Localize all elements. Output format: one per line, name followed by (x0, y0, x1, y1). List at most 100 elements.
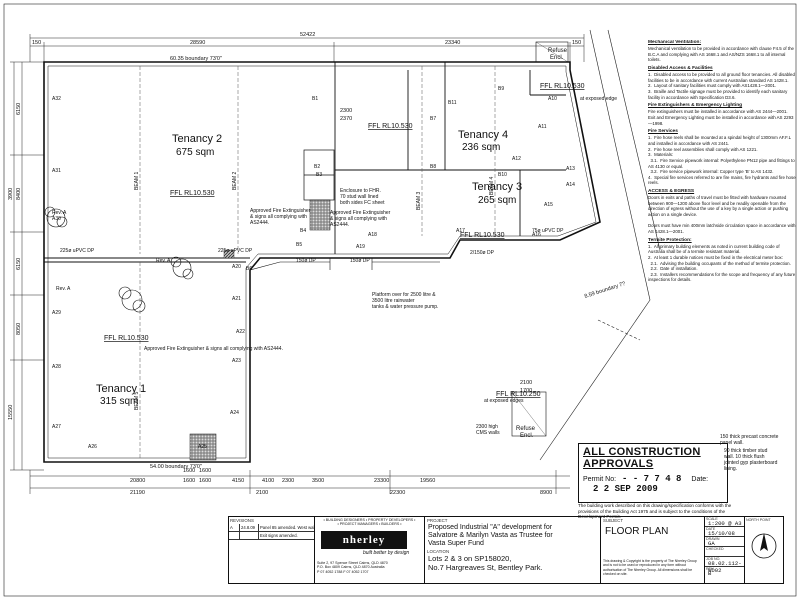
company-tagline: • BUILDING DESIGNERS • PROPERTY DEVELOPE… (323, 518, 416, 527)
note-line: 150 thick precast concrete (720, 434, 779, 440)
rev-row: REV B (705, 567, 744, 577)
revision-date (240, 532, 259, 539)
note-line: 90 thick timber stud (724, 448, 768, 454)
location-description: Lots 2 & 3 on SP158020, No.7 Hargreaves … (428, 554, 543, 572)
revision-desc: Exit signs amended. (260, 533, 298, 538)
grid-marker: A27 (52, 424, 61, 430)
tenancy-1-ffl: FFL RL10.530 (104, 335, 149, 342)
scale-label: SCALE (706, 517, 718, 521)
grid-marker: A15 (544, 202, 553, 208)
grid-marker: A28 (52, 364, 61, 370)
date-value: 15/10/08 (708, 530, 735, 537)
beam-label-2: BEAM 2 (232, 171, 238, 190)
stamp-permit-number: - - 7 7 4 8 (622, 474, 682, 484)
dp-150-2: 150ø DP (350, 258, 370, 264)
grid-marker: B4 (300, 228, 306, 234)
refuse-top-label: Refuse Encl. (548, 48, 569, 61)
ffl-refuse-top: FFL RL10.530 (540, 83, 585, 90)
bottom-dim-11: 2100 (256, 490, 268, 496)
grid-marker: A10 (548, 96, 557, 102)
tenancy-1-area: 315 sqm (100, 396, 138, 407)
tree-label-2: Rev. A (156, 258, 171, 264)
grid-marker: B7 (430, 116, 436, 122)
stamp-date: 2 2 SEP 2009 (593, 484, 658, 494)
hatched-fixture-2 (189, 433, 217, 461)
boundary-top: 60.35 boundary 73'0" (170, 56, 222, 62)
beam-label-3: BEAM 3 (416, 191, 422, 210)
grid-marker: A26 (88, 444, 97, 450)
hatched-fixture-1 (309, 199, 331, 231)
note-text: Mechanical ventilation to be provided in… (648, 46, 796, 63)
note-line: Platform over for 2500 litre & (372, 292, 436, 298)
bottom-dim-10: 21190 (130, 490, 145, 496)
grid-marker: A18 (368, 232, 377, 238)
note-line: & signs all complying with (330, 216, 387, 222)
bottom-dim-13: 8900 (540, 490, 552, 496)
boundary-bottom: 54.00 boundary 73'0" (150, 464, 202, 470)
dp-225-left: 225ø uPVC DP (60, 248, 95, 254)
stamp-date-label: Date: (691, 476, 709, 483)
note-line: Enclosure to FHR. (340, 188, 381, 194)
sheet-border (3, 3, 797, 597)
subject-value: FLOOR PLAN (605, 526, 669, 537)
bottom-dim-7: 3500 (312, 478, 324, 484)
note-line: jointed gyp plasterboard (723, 460, 778, 466)
room-dim-1: 2300 (340, 108, 352, 114)
grid-marker: B6 (246, 266, 252, 272)
tenancy-2-name: Tenancy 2 (172, 133, 222, 145)
tree-symbol-icon (170, 256, 194, 280)
note-heading: Disabled Access & Facilities (648, 66, 713, 71)
stamp-permit-label: Permit No: (583, 476, 617, 483)
drawing-info-cell: SCALE 1:200 @ A3 DATE 15/10/08 DRAWN GA … (705, 517, 745, 583)
rev-value: B (708, 570, 712, 577)
left-dim-1: 6150 (16, 103, 22, 115)
subject-cell: SUBJECT FLOOR PLAN This drawing & Copyri… (601, 517, 705, 583)
company-logo: nherley (321, 531, 407, 549)
revisions-cell: REVISIONS A 24.8.09 Panel 85 amended. We… (229, 517, 315, 583)
grid-marker: B5 (296, 242, 302, 248)
drawn-row: DRAWN GA (705, 537, 744, 547)
drawn-value: GA (708, 540, 715, 547)
company-address: Suite 2, 97 Spence Street Cairns, QLD 48… (317, 561, 388, 574)
tree-symbol-icon (44, 206, 68, 228)
tree-label-3: Rev. A (56, 286, 71, 292)
bottom-dim-3: 1600 (199, 478, 211, 484)
tenancy-2-ffl: FFL RL10.530 (170, 190, 215, 197)
project-description: Proposed Industrial "A" development for … (428, 524, 553, 548)
dp-150-3: 2/150ø DP (470, 250, 495, 256)
bottom-dim-4: 4150 (232, 478, 244, 484)
left-dimensions (10, 61, 44, 471)
bottom-dim-6: 2300 (282, 478, 294, 484)
revision-row: A 24.8.09 Panel 85 amended. West wall (229, 524, 314, 532)
left-dim-6: 15550 (8, 405, 14, 420)
fire-ext-note-2: Approved Fire Extinguisher& signs all co… (330, 210, 391, 228)
left-dim-2: 8400 (16, 188, 22, 200)
beam-lines (139, 66, 496, 458)
bottom-dim-5: 4100 (262, 478, 274, 484)
note-line: & signs all complying with (250, 214, 307, 220)
grid-marker: A25 (198, 444, 207, 450)
grid-marker: A13 (566, 166, 575, 172)
top-dimensions (29, 34, 585, 62)
stamp-title: ALL CONSTRUCTION APPROVALS (583, 446, 701, 470)
scale-row: SCALE 1:200 @ A3 (705, 517, 744, 527)
note-heading: Mechanical Ventilation: (648, 40, 702, 45)
grid-marker: A11 (538, 124, 547, 130)
tenancy-2-area: 675 sqm (176, 147, 214, 158)
tree-label-1: Rev. A (52, 210, 67, 216)
job-value: 08.02.112-WD02 (708, 560, 742, 574)
note-text: Doors in exits and paths of travel must … (648, 195, 796, 234)
dp-225-mid: 225ø uPVC DP (218, 248, 253, 254)
fire-ext-note-3: Approved Fire Extinguisher & signs all c… (144, 346, 283, 352)
drawn-label: DRAWN (706, 537, 720, 541)
grid-marker: A20 (232, 264, 241, 270)
grid-marker: A31 (52, 168, 61, 174)
grid-marker: A32 (52, 96, 61, 102)
top-seg-1: 150 (32, 40, 41, 46)
refuse-bottom-label-line1: Refuse (516, 426, 536, 432)
construction-approval-stamp: ALL CONSTRUCTION APPROVALS Permit No: - … (578, 443, 728, 503)
refuse-bottom-label: Refuse Encl. (516, 426, 537, 439)
